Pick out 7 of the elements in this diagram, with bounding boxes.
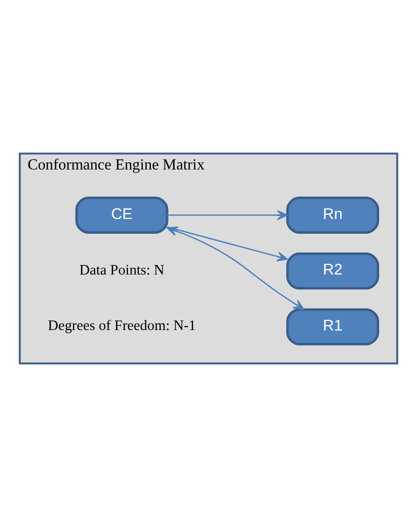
node-box: R1 <box>286 308 380 346</box>
arrow <box>167 210 288 220</box>
node-box: CE <box>75 196 168 234</box>
node-box: R2 <box>286 252 380 290</box>
label: Data Points: N <box>79 262 164 278</box>
node-box: Rn <box>286 196 380 234</box>
label: Degrees of Freedom: N-1 <box>48 318 196 334</box>
